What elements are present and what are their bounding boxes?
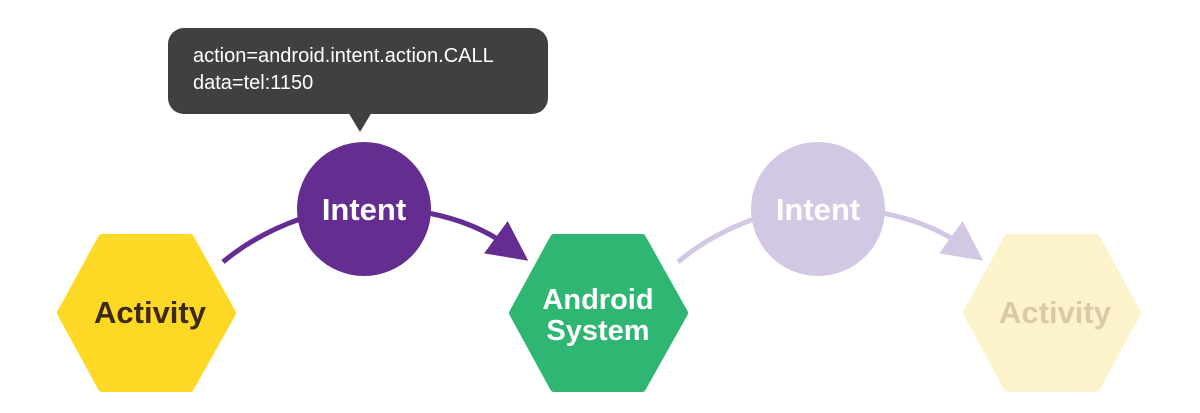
arc-activity-to-intent [221, 216, 301, 264]
android-system-label-line2: System [546, 315, 649, 347]
source-activity-node: Activity [57, 234, 236, 392]
arrow-intent-to-system [427, 210, 529, 261]
intent-active-label: Intent [322, 192, 406, 227]
tooltip-data-line: data=tel:1150 [193, 72, 314, 94]
target-activity-label: Activity [999, 295, 1112, 330]
arc-system-to-intent-faded [676, 216, 755, 264]
android-system-node: Android System [509, 234, 688, 392]
intent-faded-label: Intent [776, 192, 860, 227]
tooltip-action-line: action=android.intent.action.CALL [193, 45, 494, 67]
android-system-label-line1: Android [542, 284, 653, 316]
arrow-intent-to-activity-faded [881, 210, 984, 261]
intent-details-tooltip: action=android.intent.action.CALL data=t… [168, 28, 548, 114]
intent-node-active: Intent [297, 142, 431, 276]
target-activity-node: Activity [963, 234, 1141, 392]
source-activity-label: Activity [94, 295, 207, 330]
intent-node-faded: Intent [751, 142, 885, 276]
tooltip-pointer [348, 112, 372, 132]
